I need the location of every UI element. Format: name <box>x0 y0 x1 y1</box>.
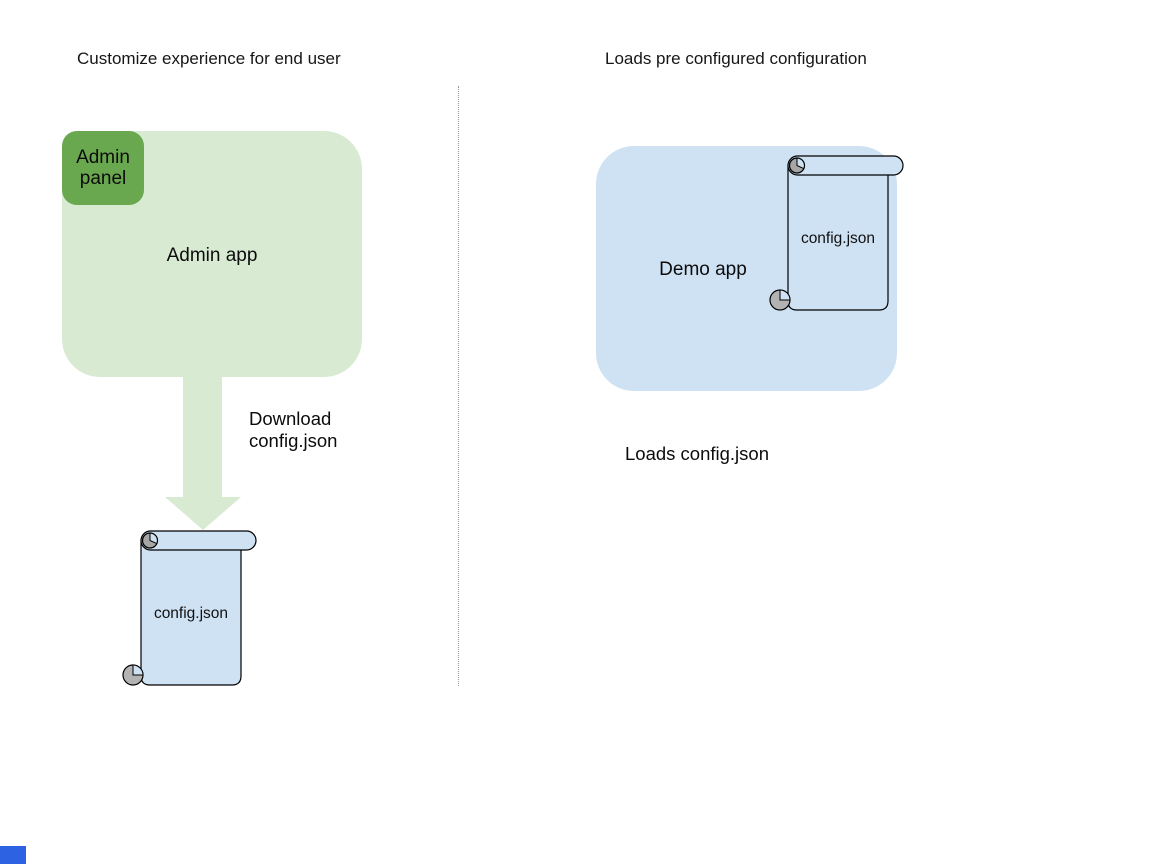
scroll-bottom-curl-notch <box>132 664 144 676</box>
corner-blue-square <box>0 846 26 864</box>
section-divider-line <box>458 86 459 686</box>
scroll-label-right: config.json <box>801 230 875 247</box>
download-caption-line1: Download <box>249 408 332 429</box>
admin-app-label: Admin app <box>166 245 258 266</box>
left-section-title: Customize experience for end user <box>77 49 341 68</box>
config-json-scroll-right: config.json <box>769 155 904 311</box>
scroll-top-curl-ring <box>788 157 806 174</box>
admin-app-box: Admin panel <box>62 131 362 377</box>
demo-app-label: Demo app <box>659 259 747 280</box>
config-json-scroll-left: config.json <box>122 530 257 686</box>
download-config-caption: Download config.json <box>249 408 337 452</box>
admin-panel-box: Admin panel <box>62 131 144 205</box>
loads-config-caption: Loads config.json <box>625 443 769 464</box>
arrow-shape <box>165 377 241 530</box>
scroll-top-curl-ring <box>141 532 159 549</box>
download-arrow-icon <box>165 377 241 530</box>
scroll-label-left: config.json <box>154 605 228 622</box>
download-caption-line2: config.json <box>249 430 338 451</box>
scroll-top-roll <box>140 530 257 551</box>
scroll-top-roll <box>787 155 904 176</box>
admin-panel-label: Admin panel <box>76 147 130 189</box>
scroll-bottom-curl-notch <box>779 289 791 301</box>
right-section-title: Loads pre configured configuration <box>605 49 867 68</box>
